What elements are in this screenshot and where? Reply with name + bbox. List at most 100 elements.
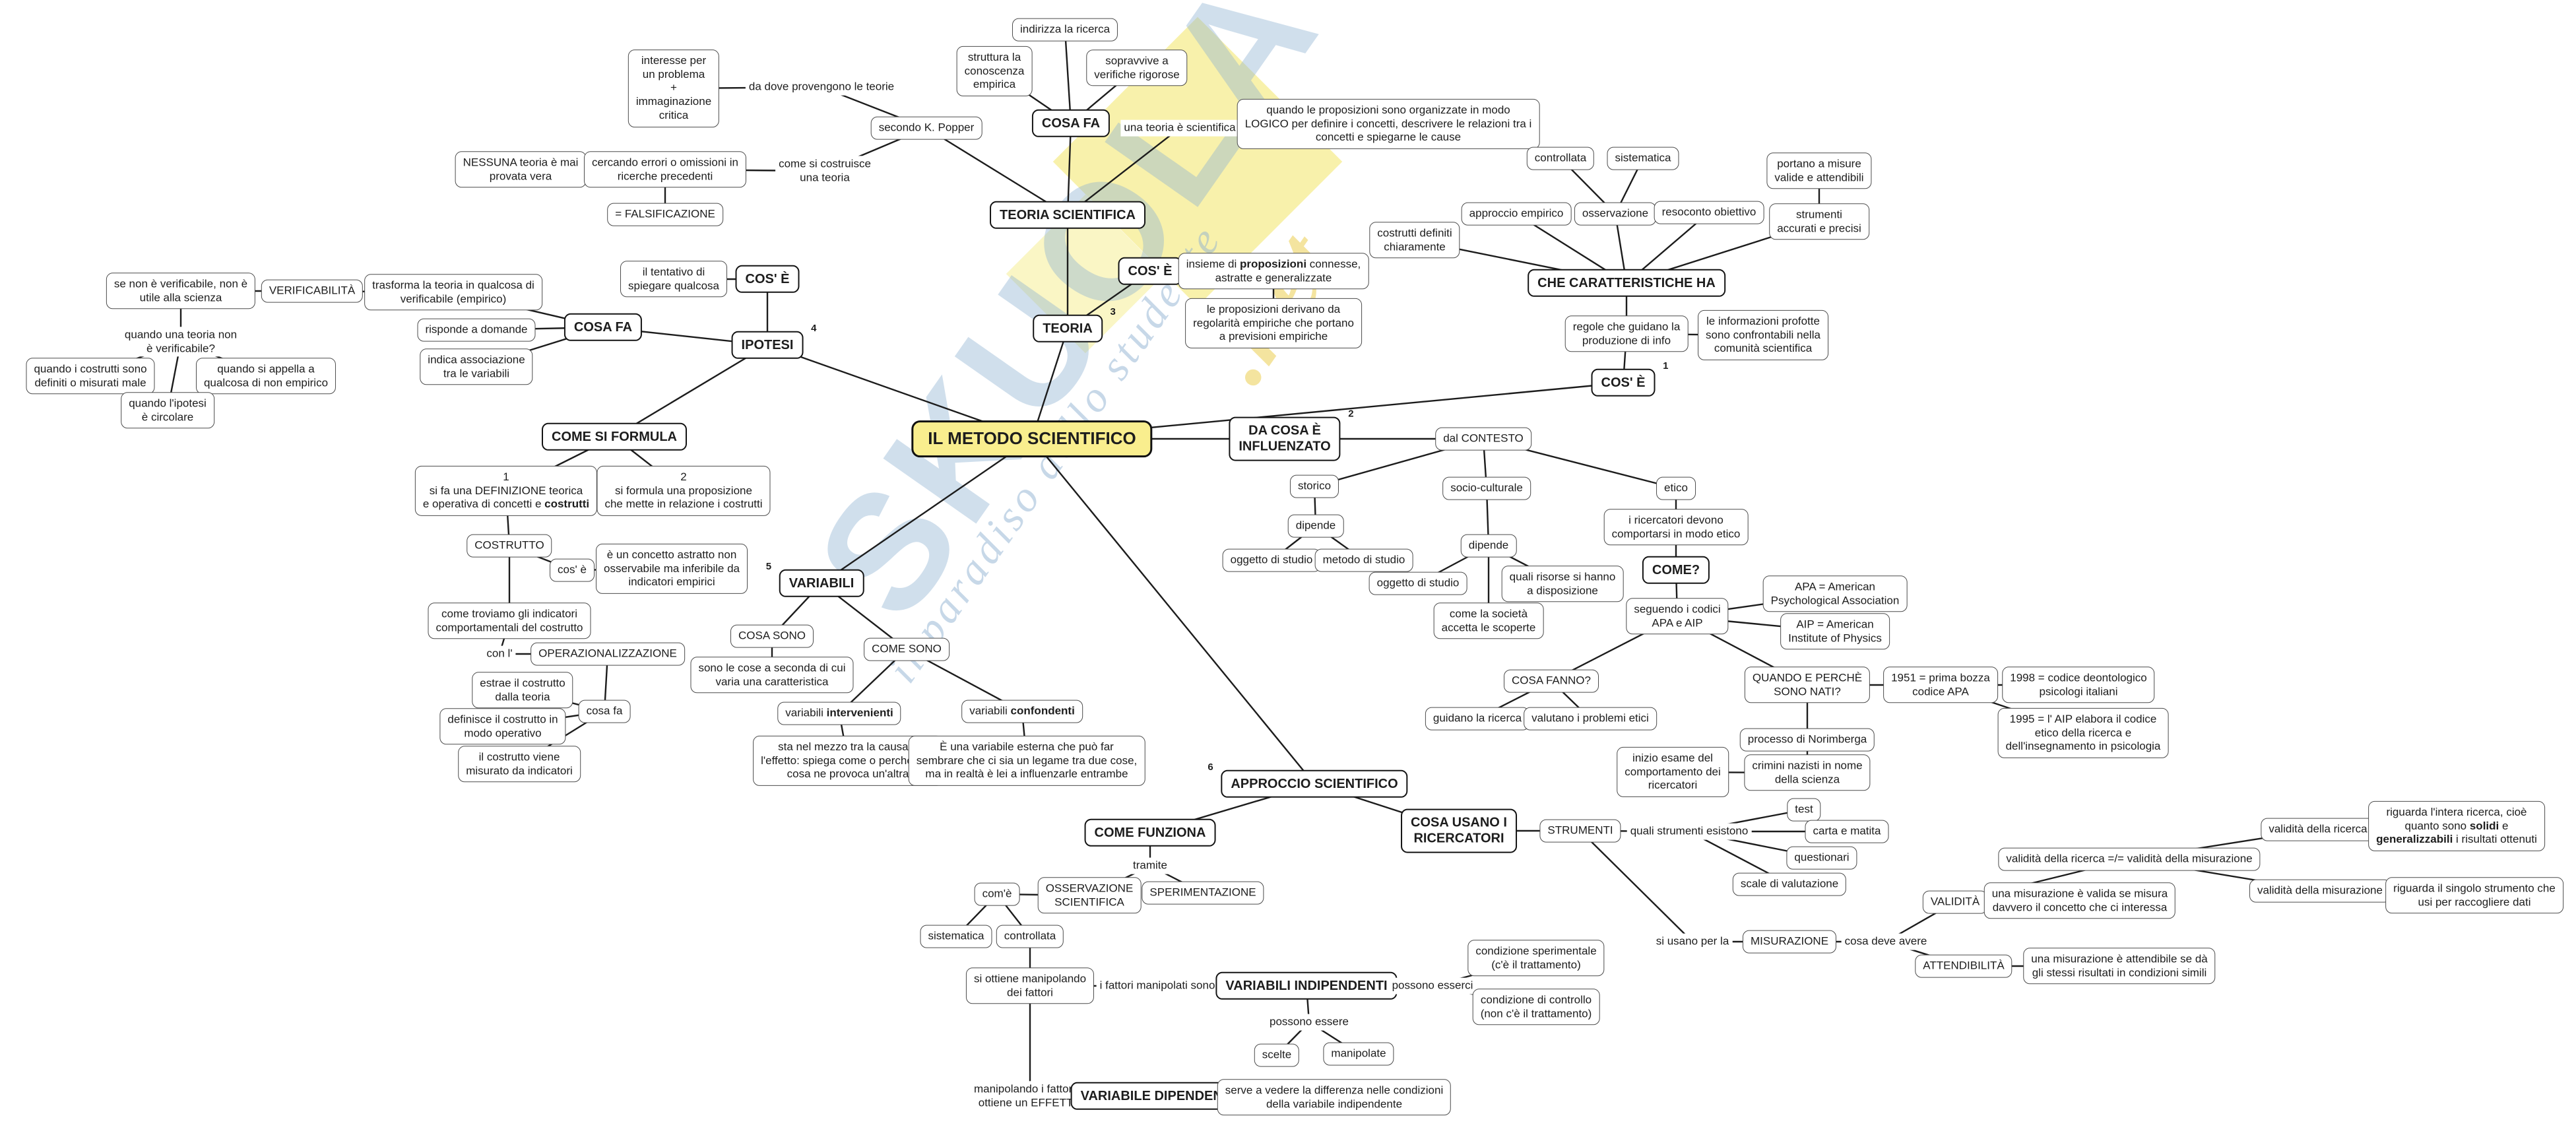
node-oggetto-1[interactable]: oggetto di studio <box>1222 548 1321 572</box>
node-val-vs[interactable]: validità della ricerca =/= validità dell… <box>1998 847 2261 871</box>
node-con-l[interactable]: con l' <box>483 645 516 663</box>
node-resoconto[interactable]: resoconto obiettivo <box>1654 201 1764 224</box>
node-tramite[interactable]: tramite <box>1130 857 1171 874</box>
node-come-si-formula[interactable]: COME SI FORMULA <box>542 422 687 451</box>
node-controllata-1[interactable]: controllata <box>1526 146 1595 170</box>
node-cosa-sono[interactable]: COSA SONO <box>730 624 814 648</box>
node-oggetto-2[interactable]: oggetto di studio <box>1368 571 1467 595</box>
node-variabili-indipendenti[interactable]: VARIABILI INDIPENDENTI <box>1215 971 1398 1000</box>
node-cosafa-ipotesi[interactable]: COSA FA <box>564 313 643 342</box>
node-socio-culturale[interactable]: socio-culturale <box>1442 476 1531 500</box>
node-cosa-fanno[interactable]: COSA FANNO? <box>1504 669 1599 693</box>
node-com-e[interactable]: com'è <box>974 882 1020 906</box>
node-sperimentazione[interactable]: SPERIMENTAZIONE <box>1142 881 1264 905</box>
node-quali-strumenti[interactable]: quali strumenti esistono <box>1626 823 1752 840</box>
node-questionari[interactable]: questionari <box>1786 846 1857 870</box>
node-indirizza[interactable]: indirizza la ricerca <box>1012 18 1118 42</box>
node-etico[interactable]: etico <box>1656 476 1696 500</box>
node-serve[interactable]: serve a vedere la differenza nelle condi… <box>1217 1079 1452 1116</box>
node-come-funziona[interactable]: COME FUNZIONA <box>1084 818 1216 847</box>
node-metodo-studio[interactable]: metodo di studio <box>1314 548 1413 572</box>
node-misurazione[interactable]: MISURAZIONE <box>1742 930 1837 954</box>
node-carta-matita[interactable]: carta e matita <box>1805 820 1889 843</box>
node-costrutto[interactable]: COSTRUTTO <box>467 534 552 558</box>
node-centro[interactable]: IL METODO SCIENTIFICO <box>911 420 1153 457</box>
node-intervenienti[interactable]: variabili intervenienti <box>777 701 901 725</box>
node-scelte[interactable]: scelte <box>1254 1043 1300 1067</box>
node-confondenti[interactable]: variabili confondenti <box>961 699 1083 723</box>
node-test[interactable]: test <box>1787 798 1821 822</box>
node-risponde[interactable]: risponde a domande <box>417 318 536 342</box>
node-cond-sperimentale[interactable]: condizione sperimentale(c'è il trattamen… <box>1467 940 1605 977</box>
node-operazionalizzazione[interactable]: OPERAZIONALIZZAZIONE <box>531 642 685 666</box>
node-validita[interactable]: VALIDITÀ <box>1922 890 1988 914</box>
node-val-ricerca[interactable]: validità della ricerca <box>2261 818 2375 841</box>
node-cose-ts[interactable]: COS' È <box>1118 257 1182 286</box>
node-cond-controllo[interactable]: condizione di controllo(non c'è il tratt… <box>1472 989 1600 1025</box>
node-i-fattori[interactable]: i fattori manipolati sono le <box>1096 977 1231 994</box>
node-norimberga[interactable]: processo di Norimberga <box>1739 728 1875 752</box>
node-cose-ipotesi[interactable]: COS' È <box>735 265 800 294</box>
node-osservazione-1[interactable]: osservazione <box>1574 202 1657 226</box>
node-dipende-2[interactable]: dipende <box>1460 534 1517 558</box>
node-teoria-scientifica-q[interactable]: una teoria è scientifica <box>1120 119 1239 137</box>
node-cose-costrutto[interactable]: cos' è <box>550 558 595 582</box>
node-logico[interactable]: quando le proposizioni sono organizzate … <box>1237 98 1540 150</box>
node-storico[interactable]: storico <box>1289 474 1339 498</box>
node-come-q[interactable]: COME? <box>1642 556 1710 585</box>
node-val-misurazione[interactable]: validità della misurazione <box>2249 879 2391 903</box>
node-sistematica-2[interactable]: sistematica <box>920 925 992 948</box>
node-approccio-empirico[interactable]: approccio empirico <box>1461 202 1572 226</box>
node-possono-essere[interactable]: possono essere <box>1266 1014 1353 1031</box>
node-insieme[interactable]: insieme di proposizioni connesse,astratt… <box>1178 253 1369 290</box>
node-sistematica-1[interactable]: sistematica <box>1607 146 1679 170</box>
node-si-usano[interactable]: si usano per la <box>1652 933 1733 950</box>
node-valutano[interactable]: valutano i problemi etici <box>1524 707 1657 731</box>
node-che-caratteristiche[interactable]: CHE CARATTERISTICHE HA <box>1528 269 1725 298</box>
node-controllata-2[interactable]: controllata <box>996 925 1064 948</box>
node-dipende-1[interactable]: dipende <box>1287 514 1344 538</box>
node-da-dove[interactable]: da dove provengono le teorie <box>745 79 898 96</box>
